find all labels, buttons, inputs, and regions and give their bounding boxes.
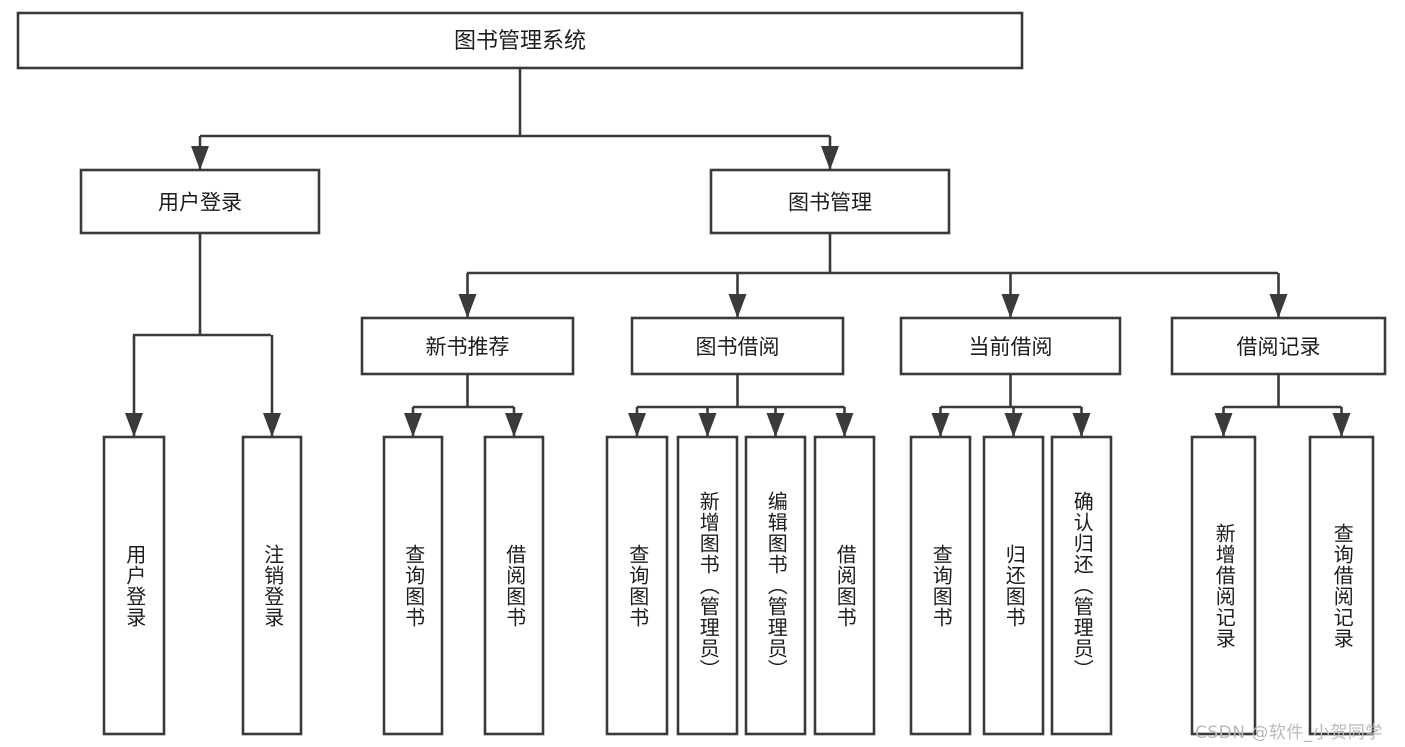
arrow-down-icon-leaf-logout bbox=[263, 413, 281, 437]
arrow-down-icon-leaf-confirm-return bbox=[1072, 413, 1091, 437]
node-book-borrow-label: 图书借阅 bbox=[696, 335, 780, 359]
node-current-borrow-label: 当前借阅 bbox=[969, 335, 1053, 359]
node-leaf-user-login[interactable] bbox=[102, 435, 166, 736]
arrow-down-icon-user-login bbox=[191, 146, 209, 170]
node-box-layer bbox=[16, 11, 1387, 736]
node-borrow-record[interactable] bbox=[1170, 316, 1387, 376]
node-user-login-label: 用户登录 bbox=[158, 191, 242, 215]
node-leaf-borrow-book-1[interactable] bbox=[483, 435, 545, 736]
node-leaf-add-book[interactable] bbox=[676, 435, 739, 736]
node-new-book-recommend[interactable] bbox=[360, 316, 575, 376]
node-borrow-record-label: 借阅记录 bbox=[1237, 335, 1321, 359]
connector-layer bbox=[125, 68, 1351, 437]
arrow-down-icon-leaf-add-book bbox=[698, 413, 717, 437]
arrow-down-icon-borrow-record bbox=[1269, 294, 1288, 318]
arrow-down-icon-leaf-return-book bbox=[1004, 413, 1023, 437]
node-book-management-label: 图书管理 bbox=[788, 191, 872, 215]
arrow-down-icon-leaf-query-book-1 bbox=[404, 413, 422, 437]
node-book-management[interactable] bbox=[709, 168, 951, 235]
arrow-down-icon-current-borrow bbox=[1001, 294, 1020, 318]
node-leaf-return-book[interactable] bbox=[982, 435, 1045, 736]
node-root[interactable] bbox=[16, 11, 1024, 70]
arrow-down-icon-book-borrow bbox=[728, 294, 747, 318]
arrow-down-icon-leaf-query-book-3 bbox=[931, 413, 950, 437]
node-leaf-edit-book[interactable] bbox=[744, 435, 807, 736]
arrow-down-icon-leaf-add-record bbox=[1214, 413, 1233, 437]
node-user-login[interactable] bbox=[79, 168, 321, 235]
node-leaf-borrow-book-2[interactable] bbox=[813, 435, 876, 736]
node-new-book-recommend-label: 新书推荐 bbox=[426, 335, 510, 359]
node-leaf-add-record[interactable] bbox=[1190, 435, 1257, 736]
node-book-borrow[interactable] bbox=[630, 316, 845, 376]
node-leaf-query-book-2[interactable] bbox=[605, 435, 669, 736]
arrow-down-icon-leaf-borrow-book-2 bbox=[835, 413, 854, 437]
arrow-down-icon-leaf-user-login bbox=[125, 413, 143, 437]
node-leaf-logout[interactable] bbox=[241, 435, 303, 736]
node-root-label: 图书管理系统 bbox=[454, 29, 586, 54]
node-leaf-query-record[interactable] bbox=[1308, 435, 1375, 736]
arrow-down-icon-leaf-borrow-book-1 bbox=[505, 413, 523, 437]
arrow-down-icon-new-book-recommend bbox=[458, 294, 477, 318]
node-leaf-query-book-3[interactable] bbox=[909, 435, 972, 736]
csdn-watermark: CSDN @软件_小贺同学 bbox=[1195, 723, 1383, 743]
node-leaf-confirm-return[interactable] bbox=[1050, 435, 1113, 736]
arrow-down-icon-leaf-edit-book bbox=[766, 413, 785, 437]
node-current-borrow[interactable] bbox=[899, 316, 1122, 376]
arrow-down-icon-leaf-query-book-2 bbox=[628, 413, 646, 437]
node-leaf-query-book-1[interactable] bbox=[382, 435, 444, 736]
arrow-down-icon-book-management bbox=[821, 146, 839, 170]
arrow-down-icon-leaf-query-record bbox=[1332, 413, 1351, 437]
